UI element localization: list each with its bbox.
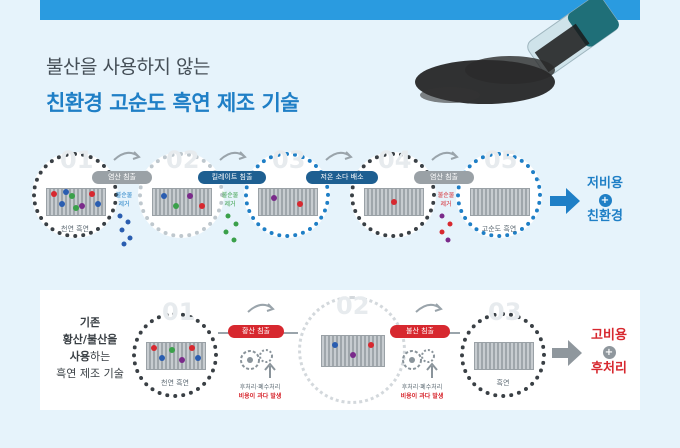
new-step-02-circle (138, 152, 224, 238)
step-number: 02 (166, 146, 200, 174)
graphite-vial-illustration (415, 0, 619, 104)
process-label-acid-leach: 염산 침출 (92, 171, 152, 184)
impurity-dots (161, 193, 205, 209)
conventional-heading: 기존 황산/불산을 사용하는 흑연 제조 기술 (54, 314, 126, 382)
step-caption: 천연 흑연 (161, 379, 189, 387)
curved-arrow-icon (415, 303, 443, 313)
pure-graphite-block (474, 342, 534, 370)
process-label-soda-roast: 저온 소다 배소 (306, 171, 378, 184)
heading-line1: 기존 (79, 316, 101, 329)
cost-note-line2: 비용이 과다 발생 (400, 393, 444, 400)
impurity-dots (271, 195, 303, 207)
old-step-02-circle (298, 296, 406, 404)
graphite-block (321, 335, 385, 367)
top-banner (40, 0, 640, 20)
impurity-removal-note: 불순물 제거 (115, 192, 133, 208)
step-number: 02 (336, 292, 370, 320)
cost-note-line1: 후처리·폐수처리 (239, 384, 281, 391)
removed-impurities (117, 213, 133, 247)
new-step-04-circle (350, 152, 436, 238)
cost-note-line1: 후처리·폐수처리 (401, 384, 443, 391)
impurity-dots (332, 342, 374, 358)
removed-impurities (223, 213, 239, 243)
gear-icon (402, 349, 438, 378)
impurity-dots (151, 345, 201, 363)
removed-impurities (439, 213, 453, 243)
old-result: 고비용 + 후처리 (584, 328, 634, 377)
result-eco-friendly: 친환경 (587, 208, 623, 224)
curved-arrow-icon (219, 151, 247, 161)
impurity-dots (391, 199, 397, 205)
old-step-01-circle: 천연 흑연 (132, 312, 218, 398)
new-step-05-circle: 고순도 흑연 (456, 152, 542, 238)
new-step-01-circle: 천연 흑연 (32, 152, 118, 238)
result-arrow-icon (550, 188, 580, 214)
process-label-chelate-leach: 킬레이트 침출 (198, 171, 266, 184)
heading-line2: 황산/불산을 (62, 333, 118, 347)
step-number: 04 (378, 146, 412, 174)
conventional-process-panel: 기존 황산/불산을 사용하는 흑연 제조 기술 천연 흑연 01 02 흑연 0… (40, 290, 640, 410)
step-caption: 고순도 흑연 (481, 225, 517, 233)
curved-arrow-icon (113, 151, 141, 161)
step-number: 03 (488, 298, 522, 326)
old-step-03-circle: 흑연 (460, 312, 546, 398)
process-label-acid-leach-2: 염산 침출 (414, 171, 474, 184)
process-label-sulfuric-leach: 황산 침출 (228, 325, 284, 338)
plus-icon: + (598, 194, 612, 208)
result-low-cost: 저비용 (587, 176, 623, 191)
curved-arrow-icon (325, 151, 353, 161)
new-result: 저비용 + 친환경 (582, 176, 628, 225)
step-number: 01 (162, 298, 196, 326)
graphite-block (258, 188, 318, 216)
new-step-03-circle (244, 152, 330, 238)
impurity-dots (51, 189, 101, 211)
heading-line4: 흑연 제조 기술 (56, 367, 124, 381)
cost-note: 후처리·폐수처리 비용이 과다 발생 (382, 382, 462, 400)
process-label-hydrofluoric-leach: 불산 침출 (390, 325, 450, 338)
heading-line3-bold: 사용 (69, 350, 90, 364)
gear-icon (240, 349, 276, 378)
curved-arrow-icon (431, 151, 459, 161)
step-number: 03 (272, 146, 306, 174)
cost-note-line2: 비용이 과다 발생 (238, 393, 282, 400)
cost-note: 후처리·폐수처리 비용이 과다 발생 (220, 382, 300, 400)
heading-line3-rest: 하는 (90, 350, 111, 364)
step-caption: 천연 흑연 (61, 225, 89, 233)
step-number: 05 (484, 146, 518, 174)
step-number: 01 (60, 146, 94, 174)
headline-line1: 불산을 사용하지 않는 (46, 56, 210, 78)
headline-line2: 친환경 고순도 흑연 제조 기술 (46, 91, 300, 115)
result-post-treatment: 후처리 (591, 360, 627, 376)
result-arrow-icon (552, 340, 582, 366)
impurity-removal-note: 불순물 제거 (221, 192, 239, 208)
graphite-block (152, 188, 212, 216)
result-high-cost: 고비용 (591, 328, 627, 343)
pure-graphite-block (470, 188, 530, 216)
impurity-removal-note: 불순물 제거 (437, 192, 455, 208)
step-caption: 흑연 (496, 379, 510, 387)
plus-icon: + (602, 346, 616, 360)
curved-arrow-icon (247, 303, 275, 313)
